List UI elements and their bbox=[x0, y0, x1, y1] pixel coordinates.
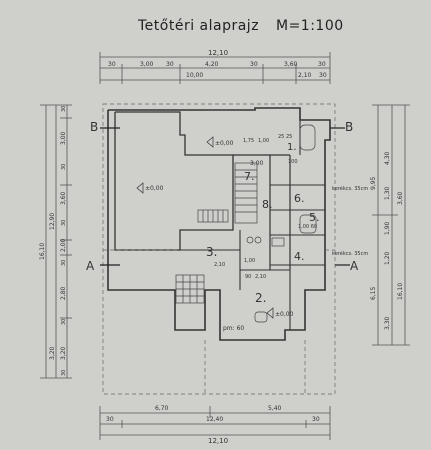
top-dim-b0: 30 bbox=[108, 61, 116, 68]
room-6: 6. bbox=[294, 192, 305, 205]
fixtures bbox=[246, 124, 317, 323]
stairs bbox=[197, 162, 258, 224]
annot-r5: 1,00 60 bbox=[298, 224, 317, 230]
room-5: 5. bbox=[309, 211, 320, 224]
annot-stair-up: 3,00 bbox=[250, 160, 264, 167]
top-dim-c2: 30 bbox=[319, 72, 327, 79]
left-dim-inner-4: 30 bbox=[61, 220, 67, 226]
annot-r4-kerekcs: kerékcs. 35cm bbox=[332, 250, 368, 257]
bottom-dim-total: 12,10 bbox=[208, 437, 228, 445]
top-dim-b5: 3,60 bbox=[284, 61, 298, 68]
left-dim-inner-2: 30 bbox=[61, 164, 67, 170]
left-dim-inner-8: 30 bbox=[61, 319, 67, 325]
left-dim-inner-3: 3,60 bbox=[60, 191, 67, 205]
roof-projection bbox=[102, 103, 336, 395]
left-dim-inner-1: 3,00 bbox=[60, 131, 67, 145]
left-dimensions bbox=[40, 104, 72, 379]
top-dim-b1: 3,00 bbox=[140, 61, 154, 68]
plan-scale: M=1:100 bbox=[276, 18, 344, 34]
top-dim-c0: 10,00 bbox=[186, 72, 203, 79]
left-dim-inner-5: 2,00 bbox=[60, 238, 67, 252]
top-dimensions bbox=[99, 52, 331, 84]
right-dimensions bbox=[372, 104, 410, 346]
room-4: 4. bbox=[294, 250, 305, 263]
right-dim-inner-0: 4,30 bbox=[384, 151, 391, 165]
left-dim-outer-1: 12,90 bbox=[49, 213, 56, 230]
room-3: 3. bbox=[206, 245, 217, 259]
right-dim-inner-5: 3,60 bbox=[397, 191, 404, 205]
bottom-dim-a1: 5,40 bbox=[268, 405, 282, 412]
room-7: 7. bbox=[244, 170, 255, 183]
top-dim-b6: 30 bbox=[318, 61, 326, 68]
annot-level-b: ±0,00 bbox=[215, 140, 234, 147]
plan-title-text: Tetőtéri alaprajz bbox=[138, 18, 260, 34]
left-dim-inner-9: 3,20 bbox=[60, 346, 67, 360]
annot-tick-1: 1,00 bbox=[258, 138, 269, 144]
section-mark-a-right: A bbox=[350, 259, 359, 273]
left-dim-outer-0: 16,10 bbox=[39, 243, 46, 260]
left-dim-inner-6: 30 bbox=[61, 260, 67, 266]
section-mark-b-left: B bbox=[90, 120, 98, 134]
room-8: 8. bbox=[262, 198, 273, 211]
section-mark-a-left: A bbox=[86, 259, 95, 273]
right-dim-inner-4: 3,30 bbox=[384, 316, 391, 330]
annot-r3-c: 90 bbox=[245, 274, 251, 280]
top-dim-b4: 30 bbox=[250, 61, 258, 68]
bottom-dim-a0: 6,70 bbox=[155, 405, 169, 412]
right-dim-outer-0: 9,95 bbox=[370, 176, 377, 190]
right-dim-inner-1: 1,30 bbox=[384, 186, 391, 200]
plan-title: Tetőtéri alaprajz M=1:100 bbox=[138, 18, 344, 34]
annot-r3-d: 2,10 bbox=[255, 274, 266, 280]
annot-r6-kerekcs: kerékcs. 35cm bbox=[332, 185, 368, 192]
right-dim-inner-6: 16,10 bbox=[397, 283, 404, 300]
section-lines bbox=[100, 127, 350, 266]
top-dim-total: 12,10 bbox=[208, 49, 228, 57]
annot-level-a: ±0,00 bbox=[145, 185, 164, 192]
left-dim-inner-10: 30 bbox=[61, 370, 67, 376]
right-dim-outer-1: 6,15 bbox=[370, 286, 377, 300]
top-dim-b2: 30 bbox=[166, 61, 174, 68]
annot-r1: 100 bbox=[288, 159, 298, 165]
bottom-dimensions bbox=[99, 406, 331, 440]
top-dim-c1: 2,10 bbox=[298, 72, 312, 79]
top-dim-b3: 4,20 bbox=[205, 61, 219, 68]
chimney-block bbox=[175, 274, 205, 304]
annot-r3-b: 1,00 bbox=[244, 258, 255, 264]
section-mark-b-right: B bbox=[345, 120, 353, 134]
bottom-dim-b1: 12,40 bbox=[206, 416, 223, 423]
room-1: 1. bbox=[287, 142, 297, 153]
annot-tick-25: 25 25 bbox=[278, 134, 292, 140]
left-dim-inner-7: 2,80 bbox=[60, 286, 67, 300]
room-2: 2. bbox=[255, 291, 266, 305]
annot-r2-pm: pm: 60 bbox=[223, 325, 244, 332]
annot-r2-level: ±0,00 bbox=[275, 311, 294, 318]
annot-r3-a: 2,10 bbox=[214, 262, 225, 268]
bottom-dim-b2: 30 bbox=[312, 416, 320, 423]
building-outline bbox=[107, 107, 331, 341]
right-dim-inner-3: 1,20 bbox=[384, 251, 391, 265]
bottom-dim-b0: 30 bbox=[106, 416, 114, 423]
left-dim-outer-2: 3,20 bbox=[49, 346, 56, 360]
level-markers bbox=[136, 136, 274, 319]
annot-tick-175: 1,75 bbox=[243, 138, 254, 144]
right-dim-inner-2: 1,90 bbox=[384, 221, 391, 235]
left-dim-inner-0: 30 bbox=[61, 106, 67, 112]
